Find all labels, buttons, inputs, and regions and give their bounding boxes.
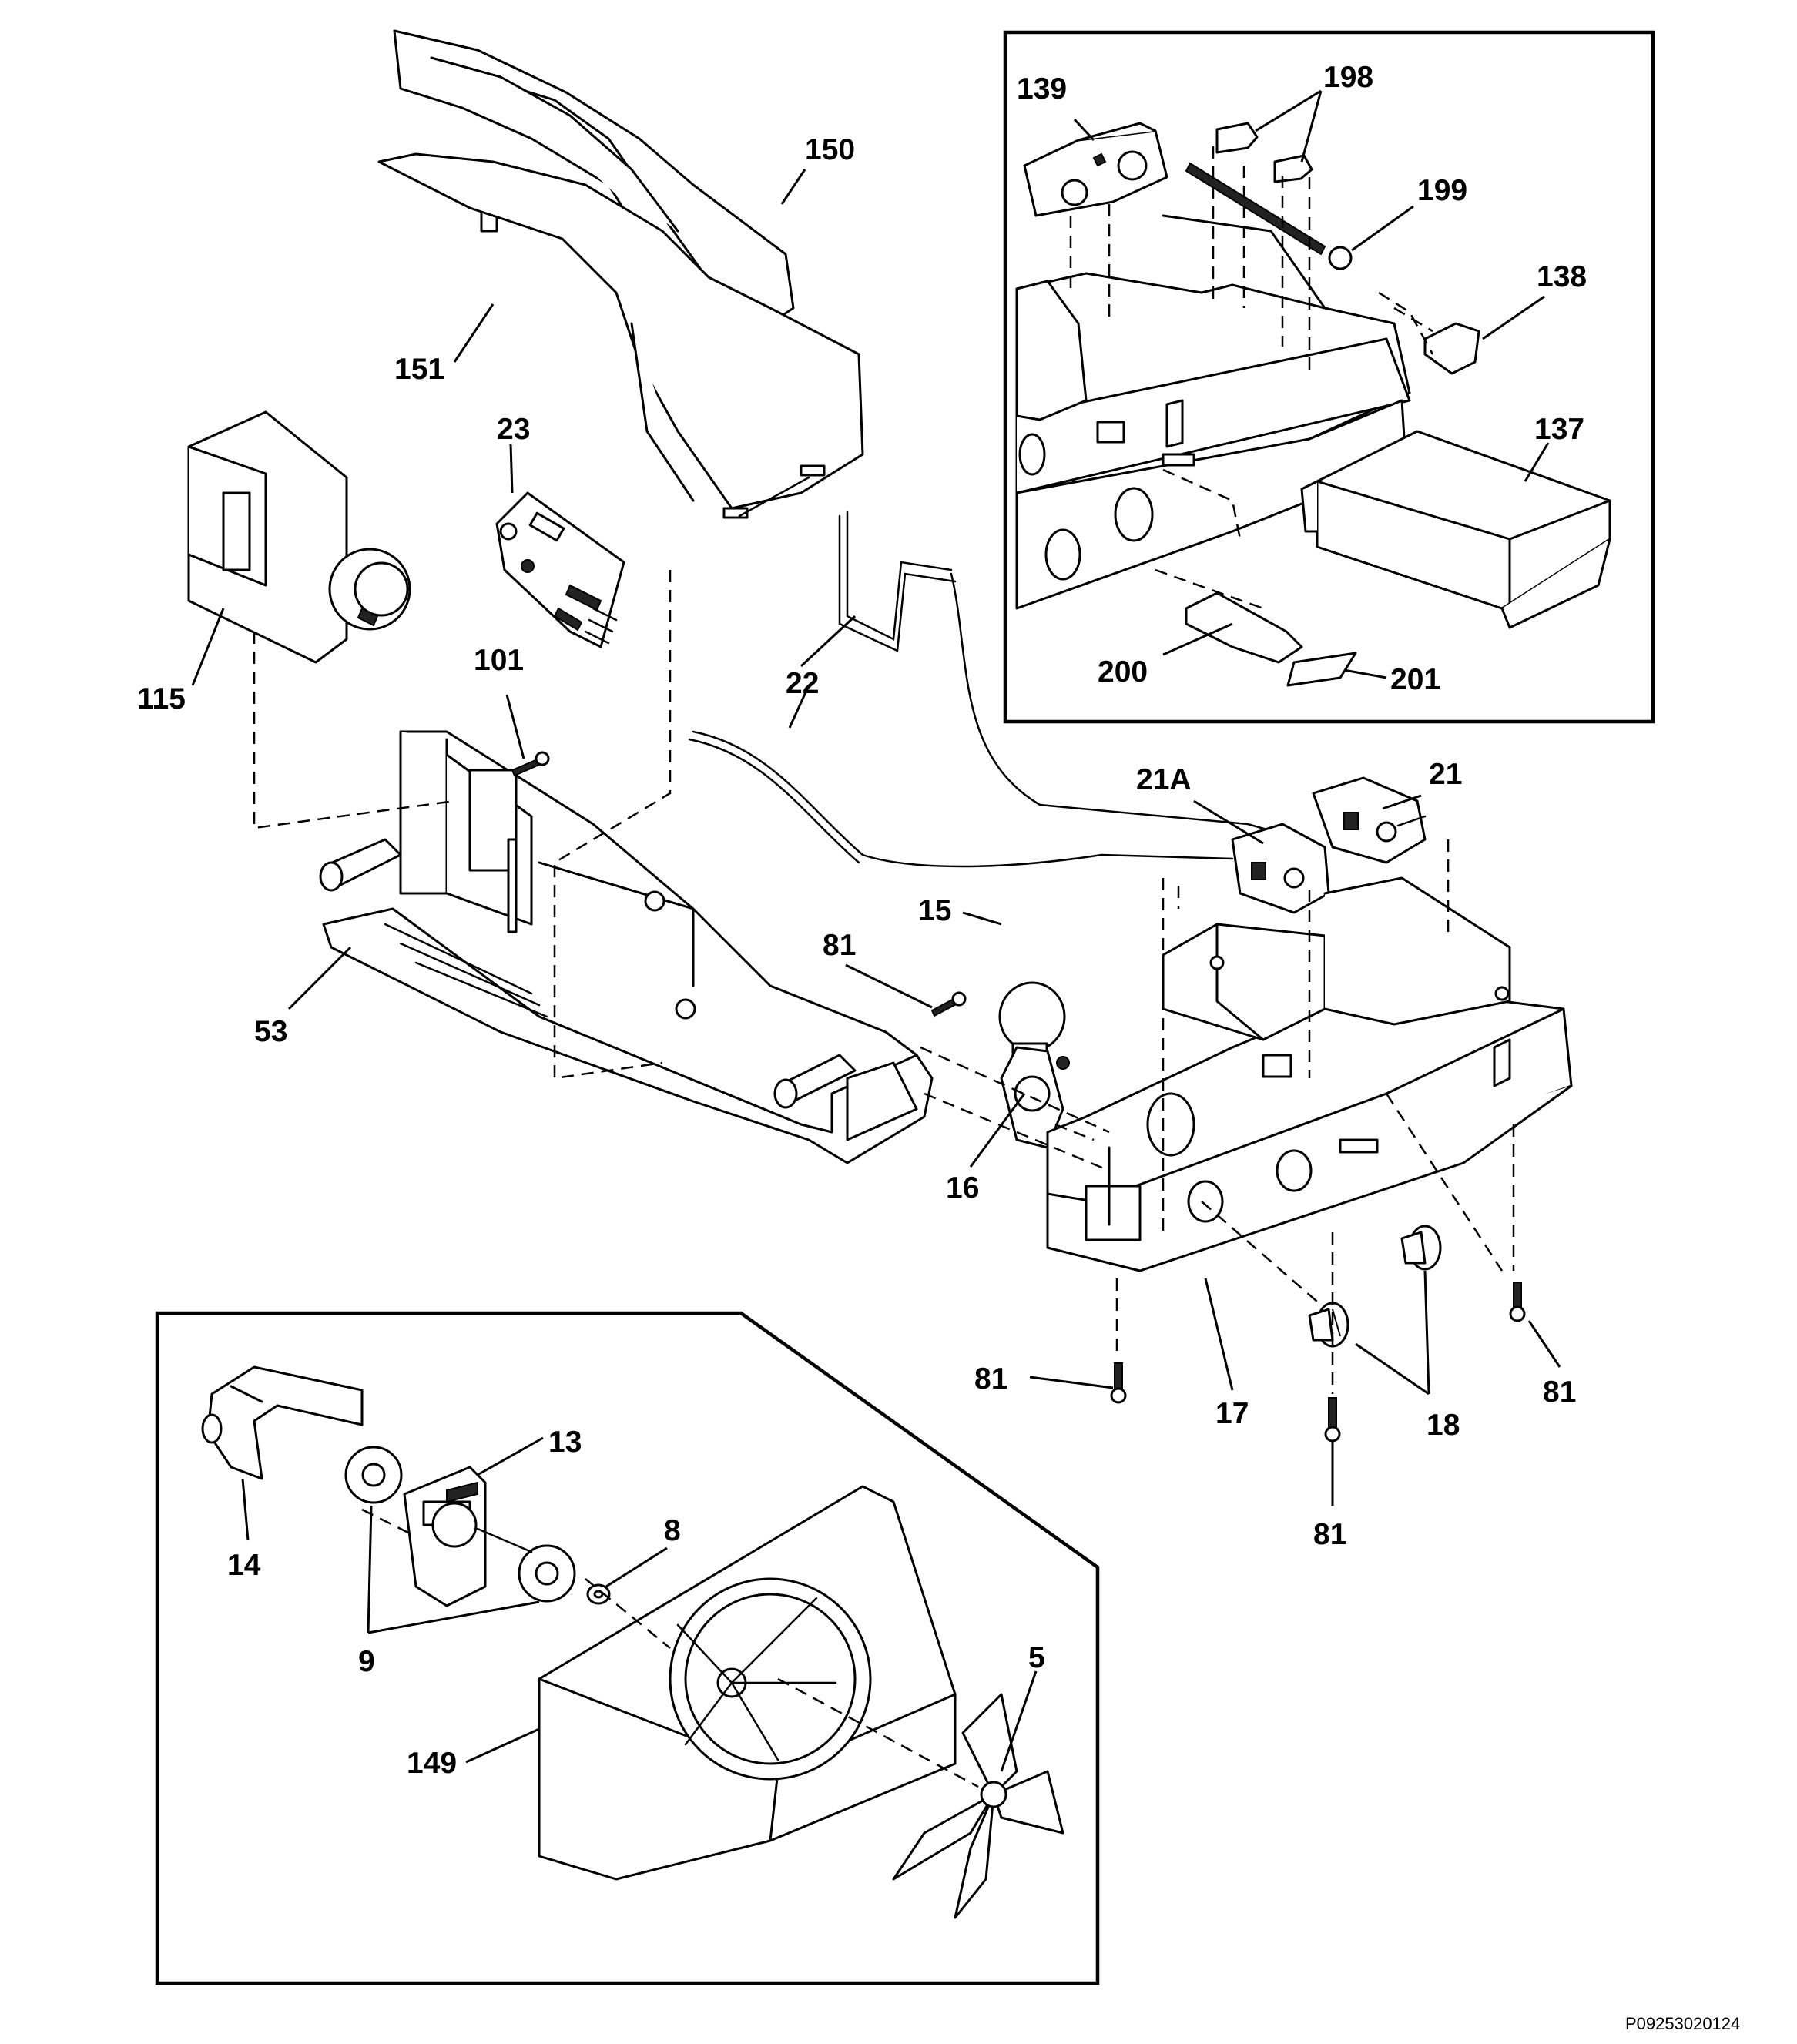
- callout-151: 151: [394, 353, 444, 386]
- part-13-motor: [403, 1466, 533, 1607]
- callout-53: 53: [254, 1015, 287, 1048]
- part-199-spring-rod: [1185, 162, 1353, 270]
- inset-frame-top-right: [1003, 30, 1655, 724]
- callout-21A: 21A: [1136, 763, 1192, 796]
- callout-18: 18: [1427, 1409, 1460, 1442]
- part-149-fan-shroud: [538, 1485, 957, 1881]
- part-115-dispenser-module: [187, 410, 411, 664]
- callout-9: 9: [358, 1645, 375, 1678]
- callout-13: 13: [548, 1426, 582, 1459]
- part-21A-switch: [1231, 823, 1330, 914]
- callout-198: 198: [1323, 61, 1373, 94]
- callout-200: 200: [1098, 655, 1148, 689]
- callout-137: 137: [1534, 413, 1584, 446]
- part-139-actuator-block: [1023, 122, 1168, 217]
- callout-22: 22: [786, 667, 819, 700]
- inset-housing: [1015, 214, 1411, 610]
- callout-81-left: 81: [974, 1362, 1007, 1396]
- part-138-bracket: [1423, 322, 1480, 375]
- part-201-pad: [1286, 652, 1357, 687]
- part-14-bracket: [201, 1365, 364, 1480]
- part-151-duct-bottom: [377, 152, 864, 519]
- callout-5: 5: [1028, 1641, 1045, 1674]
- callout-149: 149: [407, 1747, 457, 1780]
- callout-8: 8: [664, 1514, 681, 1547]
- part-200-cover: [1185, 591, 1303, 664]
- callout-16: 16: [946, 1171, 979, 1205]
- part-81-screws: [930, 991, 1526, 1443]
- part-53-mounting-plate: [319, 730, 934, 1164]
- callout-101: 101: [474, 644, 524, 677]
- callout-81-bottom: 81: [1313, 1518, 1346, 1551]
- part-137-paddle: [1300, 430, 1611, 629]
- diagram-code: P09253020124: [1625, 2014, 1740, 2033]
- inset-frame-bottom-left: [155, 1311, 1100, 1985]
- part-17-main-housing: [1046, 876, 1573, 1272]
- callout-115: 115: [137, 682, 186, 715]
- callout-23: 23: [497, 413, 530, 446]
- part-22-wire-harness: [688, 511, 1303, 868]
- callout-201: 201: [1390, 663, 1440, 696]
- callout-21: 21: [1429, 758, 1462, 791]
- part-18-knobs: [1308, 1225, 1442, 1348]
- part-198-clips: [1215, 122, 1313, 183]
- part-9-bearings: [344, 1446, 576, 1603]
- part-8-washer: [586, 1583, 611, 1605]
- part-21-switch: [1312, 776, 1427, 864]
- callout-14: 14: [227, 1549, 261, 1582]
- callout-15: 15: [918, 894, 951, 927]
- callout-150: 150: [805, 133, 855, 166]
- part-101-screw: [511, 751, 550, 777]
- callout-139: 139: [1017, 72, 1067, 106]
- callout-17: 17: [1215, 1397, 1249, 1430]
- callout-81-top: 81: [823, 929, 856, 962]
- callout-81-right: 81: [1543, 1376, 1576, 1409]
- part-5-fan-blade: [892, 1693, 1064, 1919]
- callout-199: 199: [1417, 174, 1467, 207]
- part-23-control-board: [495, 491, 625, 648]
- callout-138: 138: [1537, 260, 1587, 293]
